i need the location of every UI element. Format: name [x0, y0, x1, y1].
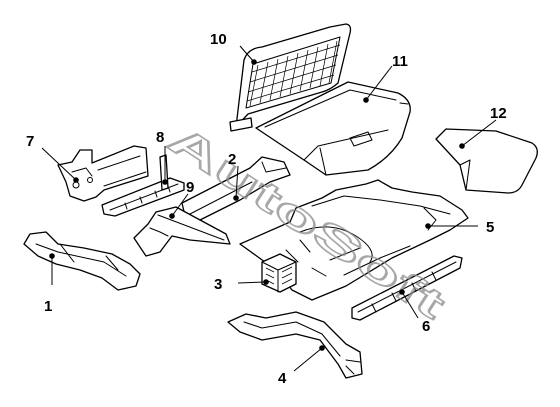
- part-3-sponge-block: [261, 253, 297, 293]
- callout-9: 9: [186, 179, 194, 196]
- callout-3: 3: [214, 276, 222, 293]
- part-7-rear-member: [57, 145, 149, 202]
- part-9-side-rail: [133, 206, 231, 257]
- callout-2: 2: [228, 151, 236, 168]
- part-10-cargo-net: [229, 23, 352, 132]
- callout-8: 8: [156, 129, 164, 146]
- callout-12: 12: [490, 105, 507, 122]
- callout-10: 10: [210, 31, 227, 48]
- callout-5: 5: [486, 219, 494, 236]
- callout-1: 1: [44, 298, 52, 315]
- callout-numbers: 1 2 3 4 5 6 7 8 9 10 11 12: [26, 31, 507, 387]
- part-6-rear-panel: [351, 255, 463, 321]
- part-1-side-member: [23, 231, 141, 291]
- part-5-floor-pan: [239, 179, 469, 301]
- part-4-rear-member: [227, 311, 363, 379]
- callout-7: 7: [26, 133, 34, 150]
- part-12-trunk-mat: [435, 128, 538, 194]
- part-8-bracket: [101, 154, 185, 217]
- callout-leaders: [41, 45, 497, 372]
- callout-6: 6: [422, 318, 430, 335]
- callout-11: 11: [392, 53, 408, 70]
- part-11-cargo-cover: [255, 81, 411, 176]
- callout-4: 4: [278, 370, 287, 387]
